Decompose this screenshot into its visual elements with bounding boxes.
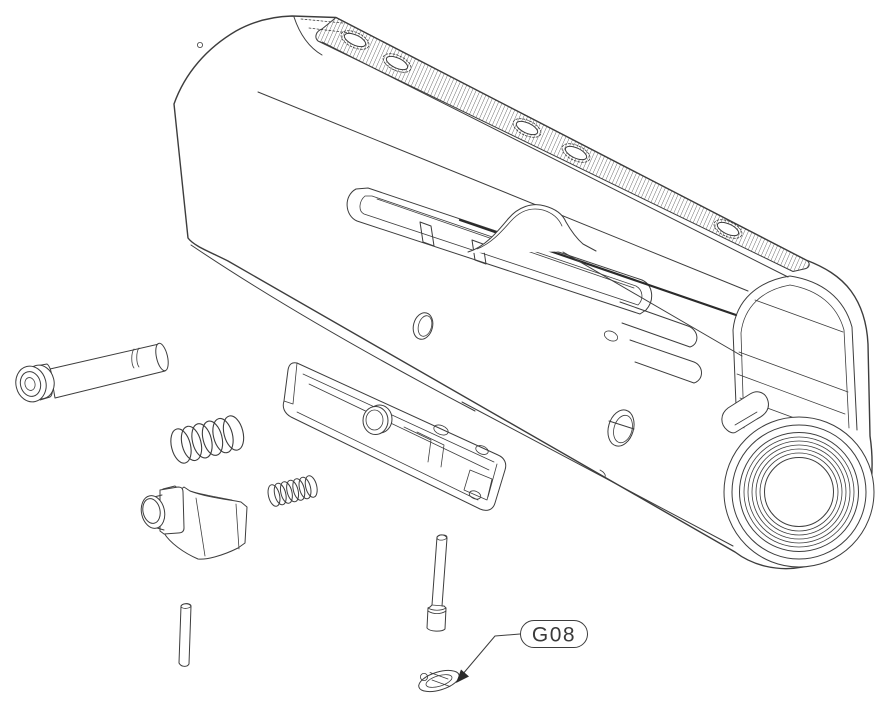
callout-g08: G08 xyxy=(456,620,588,683)
corner-crease xyxy=(293,16,323,56)
receiver-silhouette xyxy=(173,15,873,570)
stepped-pin xyxy=(426,534,448,632)
rail-holes xyxy=(340,30,743,239)
boss-lug xyxy=(721,391,769,434)
retaining-clip xyxy=(418,669,460,693)
plate-outline xyxy=(282,362,507,511)
side-spine-line xyxy=(562,251,743,357)
small-coil-spring xyxy=(267,475,318,507)
straight-pin xyxy=(178,603,192,667)
cover-rail-plate xyxy=(282,362,507,511)
callout-bubble xyxy=(520,620,588,648)
interior-shelf-ends xyxy=(619,301,702,384)
receiver-body xyxy=(173,15,875,570)
bottom-chamfer-line-2 xyxy=(461,401,734,547)
callout-leader-line xyxy=(461,633,521,676)
latch-lever xyxy=(140,485,248,560)
pin-body xyxy=(49,343,167,399)
top-side-crease xyxy=(257,91,749,292)
clip-outline xyxy=(418,669,460,693)
side-holes xyxy=(412,312,635,478)
pivot-pin xyxy=(15,342,169,403)
arch-hump xyxy=(467,204,597,253)
corner-hole xyxy=(196,42,203,49)
large-coil-spring xyxy=(170,415,245,464)
callout-label: G08 xyxy=(532,624,576,647)
lever-flange xyxy=(159,486,185,535)
straight-pin-outline xyxy=(178,603,192,667)
callout-leader-arrow xyxy=(456,669,469,683)
stepped-pin-outline xyxy=(426,534,448,632)
pin-groove xyxy=(131,347,140,369)
barrel-thread-boss xyxy=(723,416,875,568)
rear-opening xyxy=(732,275,858,435)
lever-body xyxy=(162,485,248,560)
bottom-chamfer-line xyxy=(190,244,476,412)
rail-hatch xyxy=(315,17,810,272)
